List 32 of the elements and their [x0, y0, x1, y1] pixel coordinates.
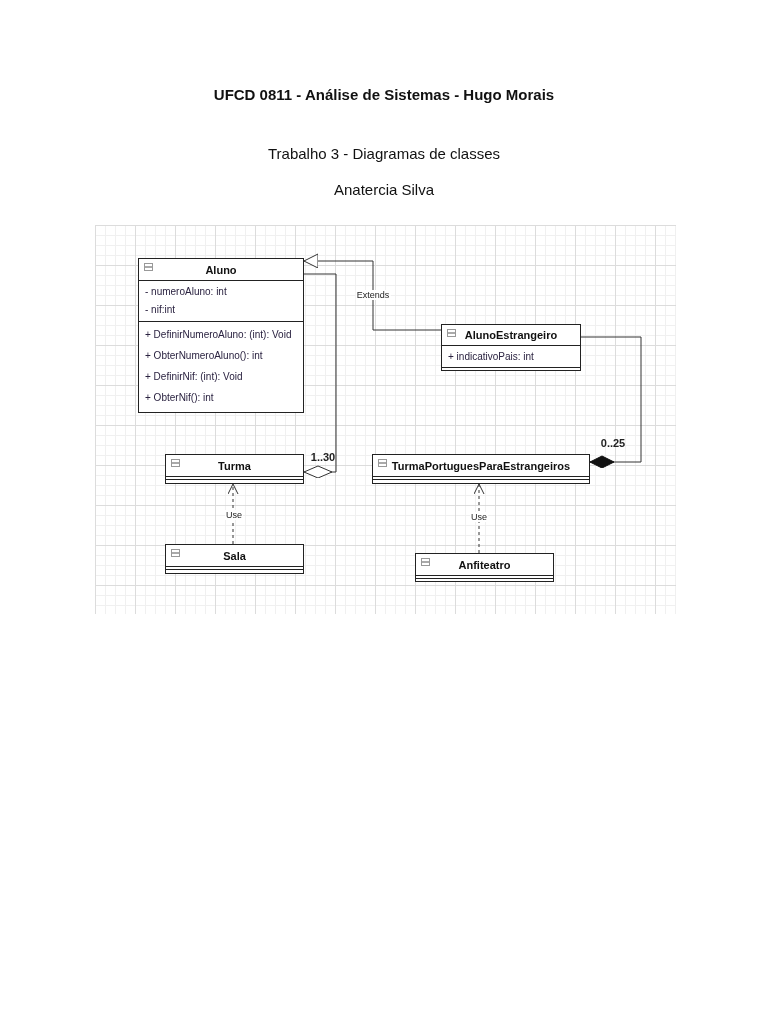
edge-label: Extends: [355, 290, 391, 300]
dependency-arrow: [227, 483, 239, 545]
multiplicity-label: 1..30: [309, 451, 337, 463]
attribute-text: - numeroAluno: int: [144, 285, 228, 299]
subtitle: Trabalho 3 - Diagramas de classes: [266, 145, 501, 162]
class-name: TurmaPortuguesParaEstrangeiros: [391, 459, 571, 472]
multiplicity-label: 0..25: [599, 437, 627, 449]
class-name: Sala: [223, 549, 246, 562]
association-line: [580, 336, 642, 469]
class-box: [165, 454, 304, 484]
title: UFCD 0811 - Análise de Sistemas - Hugo Morais: [212, 86, 556, 103]
class-box: [138, 258, 304, 413]
method-text: + ObterNumeroAluno(): int: [144, 349, 264, 363]
attribute-text: - nif:int: [144, 303, 176, 317]
class-box: [415, 553, 554, 582]
association-line: [303, 253, 442, 331]
attribute-text: + indicativoPais: int: [447, 349, 535, 364]
method-text: + ObterNif(): int: [144, 391, 215, 405]
edge-label: Use: [470, 512, 488, 522]
method-text: + DefinirNumeroAluno: (int): Void: [144, 328, 293, 342]
class-name: AlunoEstrangeiro: [464, 328, 558, 341]
class-name: Turma: [218, 459, 251, 472]
edge-label: Use: [225, 510, 243, 520]
class-box: [165, 544, 304, 574]
class-name: Anfiteatro: [458, 558, 511, 571]
association-line: [303, 273, 337, 479]
method-text: + DefinirNif: (int): Void: [144, 370, 244, 384]
class-box: [372, 454, 590, 484]
class-box: [441, 324, 581, 371]
author-name: Anatercia Silva: [332, 181, 436, 198]
dependency-arrow: [473, 483, 485, 554]
class-name: Aluno: [205, 263, 237, 276]
